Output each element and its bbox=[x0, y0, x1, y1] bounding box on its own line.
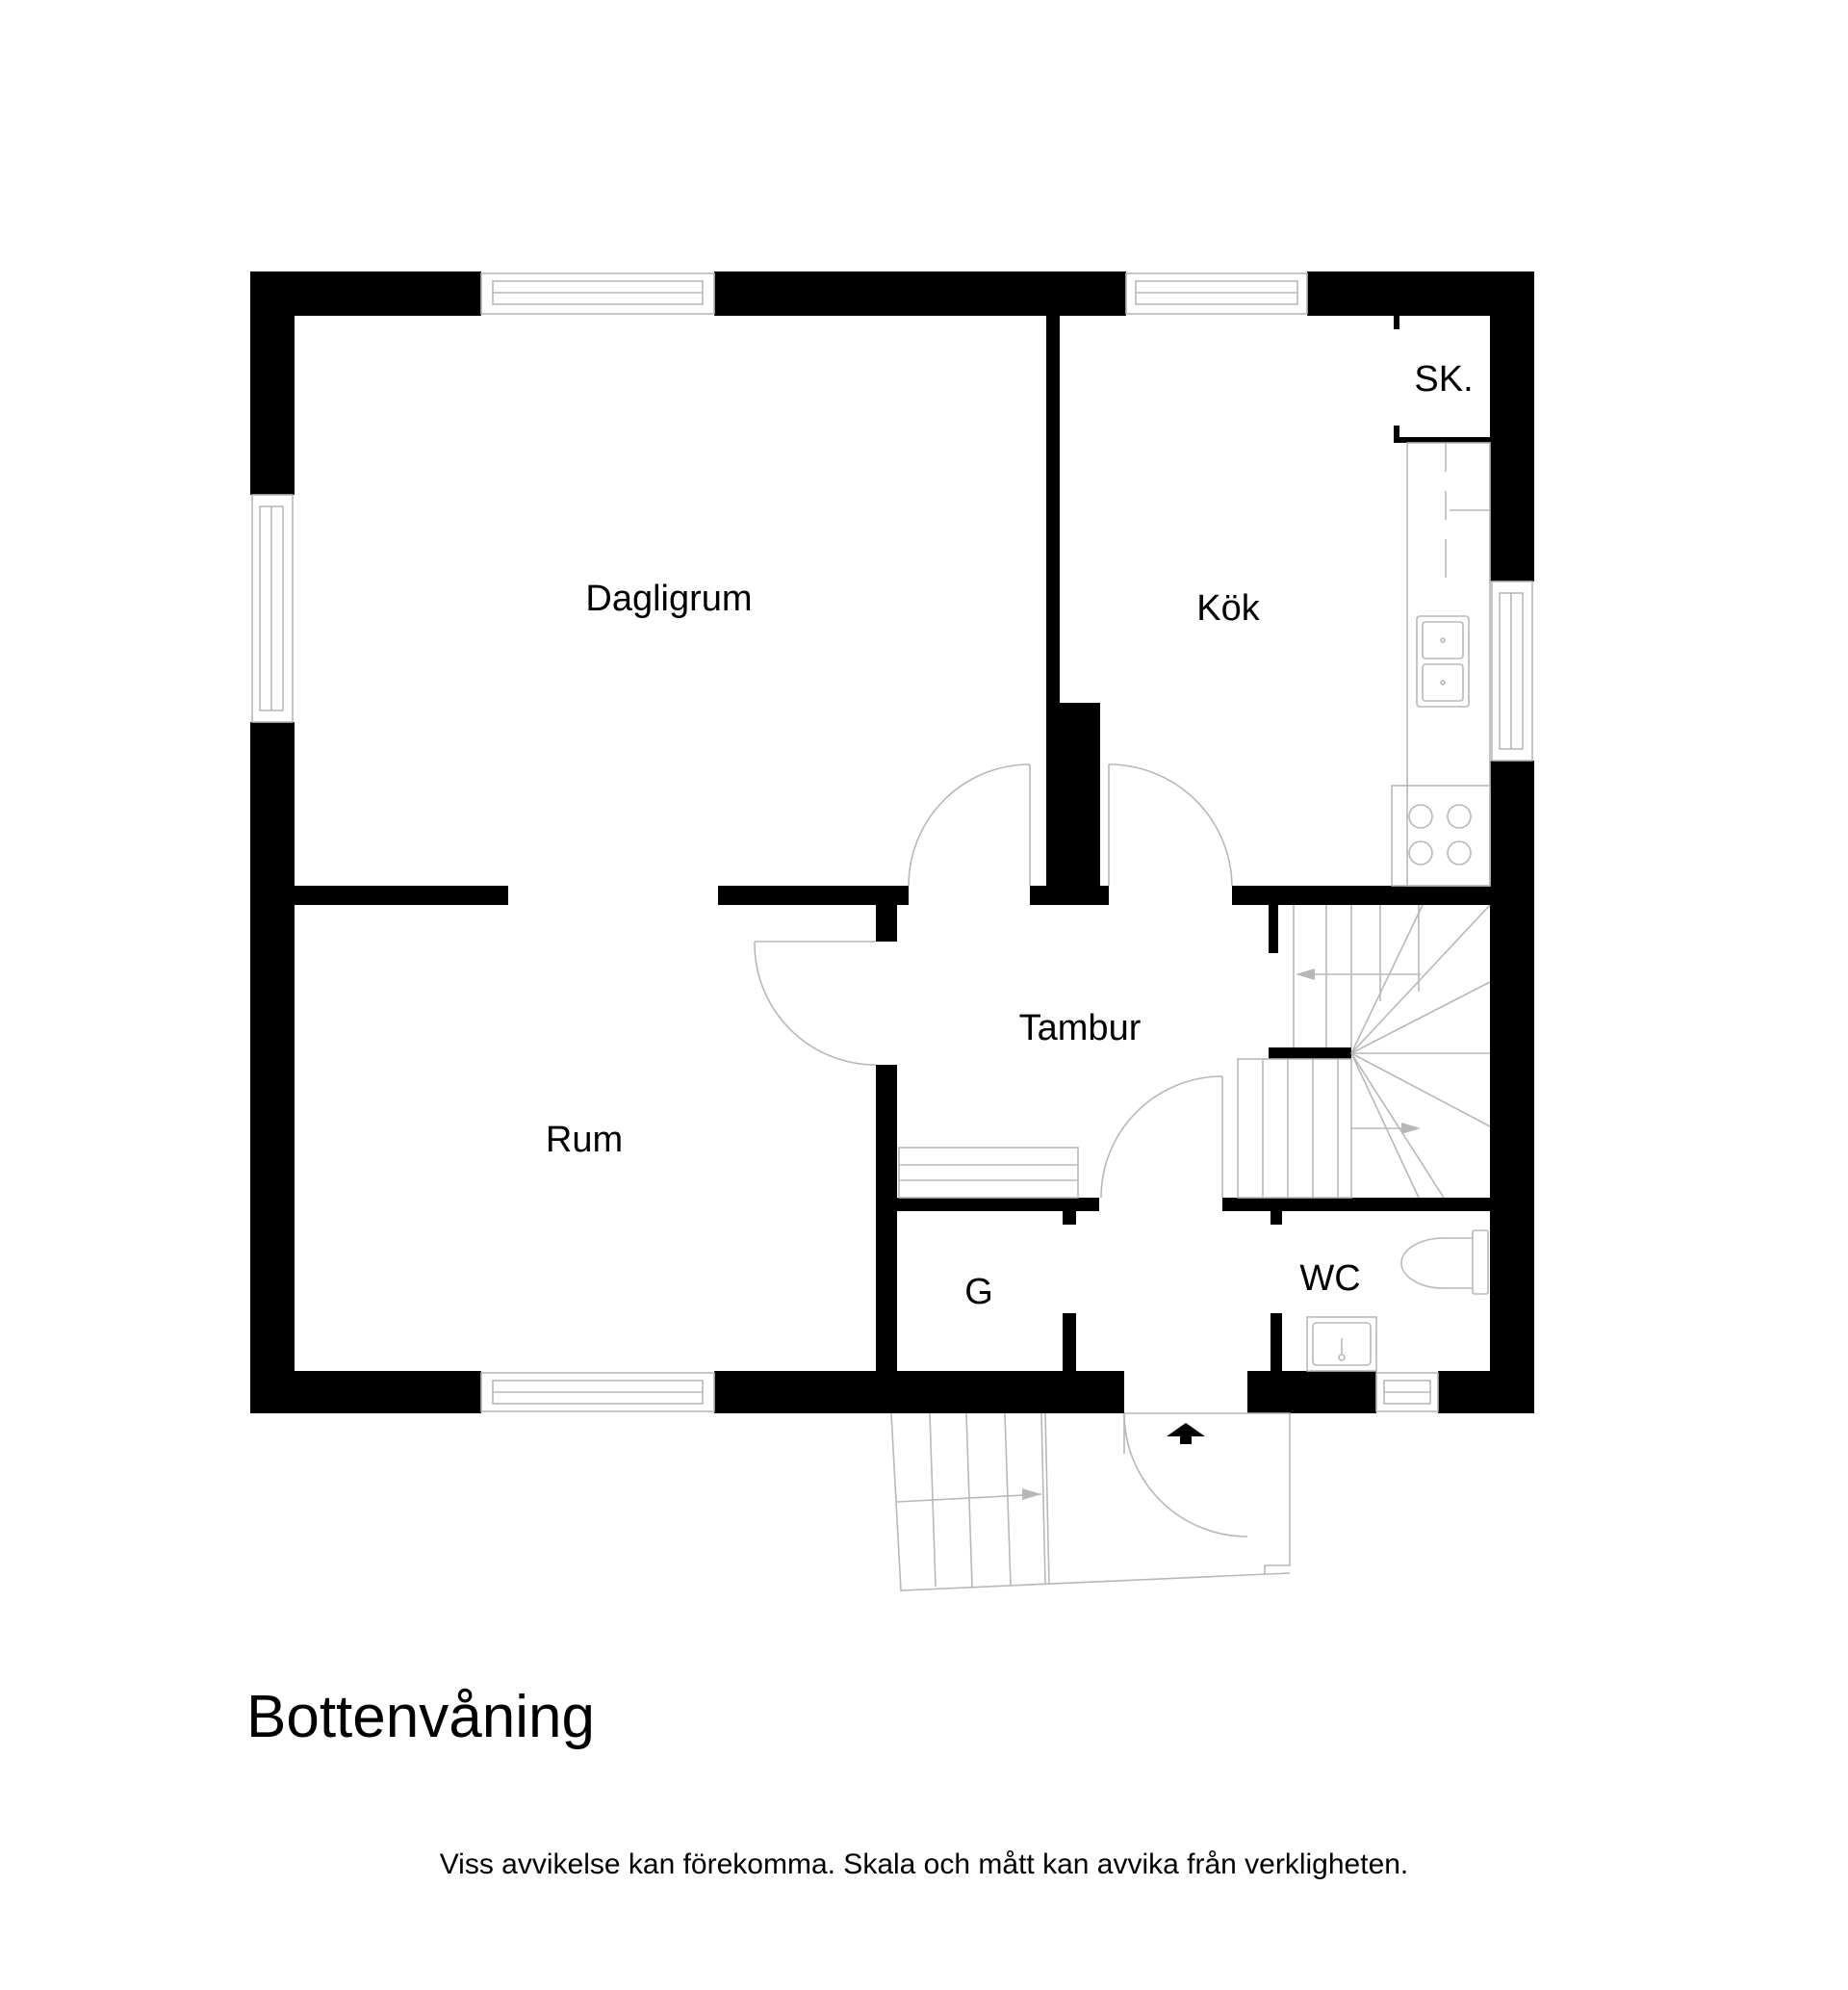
door-wc-hall bbox=[1100, 1075, 1223, 1199]
stair-arrow-icon bbox=[1296, 969, 1315, 980]
window-rum-bottom bbox=[480, 1372, 715, 1412]
room-label-tambur: Tambur bbox=[1019, 1008, 1142, 1048]
staircase-exterior bbox=[890, 1412, 1291, 1591]
interior-walls bbox=[295, 316, 1490, 1371]
toilet-icon bbox=[1400, 1229, 1489, 1295]
room-labels: Dagligrum Kök SK. Tambur Rum G WC bbox=[546, 359, 1474, 1312]
floor-title: Bottenvåning bbox=[246, 1684, 595, 1750]
stair-arrow-icon bbox=[1401, 1123, 1421, 1134]
exterior-walls bbox=[250, 271, 1534, 1413]
room-label-kok: Kök bbox=[1196, 588, 1260, 629]
window-kok-top bbox=[1125, 272, 1308, 315]
room-label-dagligrum: Dagligrum bbox=[585, 579, 752, 619]
disclaimer: Viss avvikelse kan förekomma. Skala och … bbox=[439, 1848, 1409, 1880]
door-dagligrum bbox=[908, 763, 1031, 887]
window-dagligrum-left bbox=[251, 494, 294, 723]
windows bbox=[251, 272, 1533, 1412]
window-dagligrum-top bbox=[480, 272, 715, 315]
door-entrance bbox=[1123, 1412, 1248, 1538]
bench bbox=[898, 1147, 1079, 1199]
wc-fixtures bbox=[1306, 1229, 1489, 1372]
room-label-g: G bbox=[964, 1272, 993, 1312]
kitchen-fixtures bbox=[1391, 442, 1491, 887]
entrance bbox=[1123, 1412, 1291, 1575]
room-label-wc: WC bbox=[1299, 1258, 1360, 1299]
window-kok-right bbox=[1491, 581, 1533, 762]
stove-icon bbox=[1391, 785, 1491, 887]
staircase-interior bbox=[1237, 904, 1491, 1199]
entrance-arrow-icon bbox=[1167, 1423, 1205, 1444]
room-label-rum: Rum bbox=[546, 1120, 623, 1160]
door-rum bbox=[754, 941, 877, 1066]
door-kok bbox=[1108, 763, 1233, 887]
stair-arrow-icon bbox=[1022, 1488, 1041, 1500]
washbasin-icon bbox=[1306, 1316, 1377, 1372]
window-wc-bottom bbox=[1375, 1372, 1439, 1412]
room-label-sk: SK. bbox=[1414, 359, 1473, 400]
sink-icon bbox=[1416, 615, 1470, 708]
doors bbox=[754, 763, 1248, 1538]
